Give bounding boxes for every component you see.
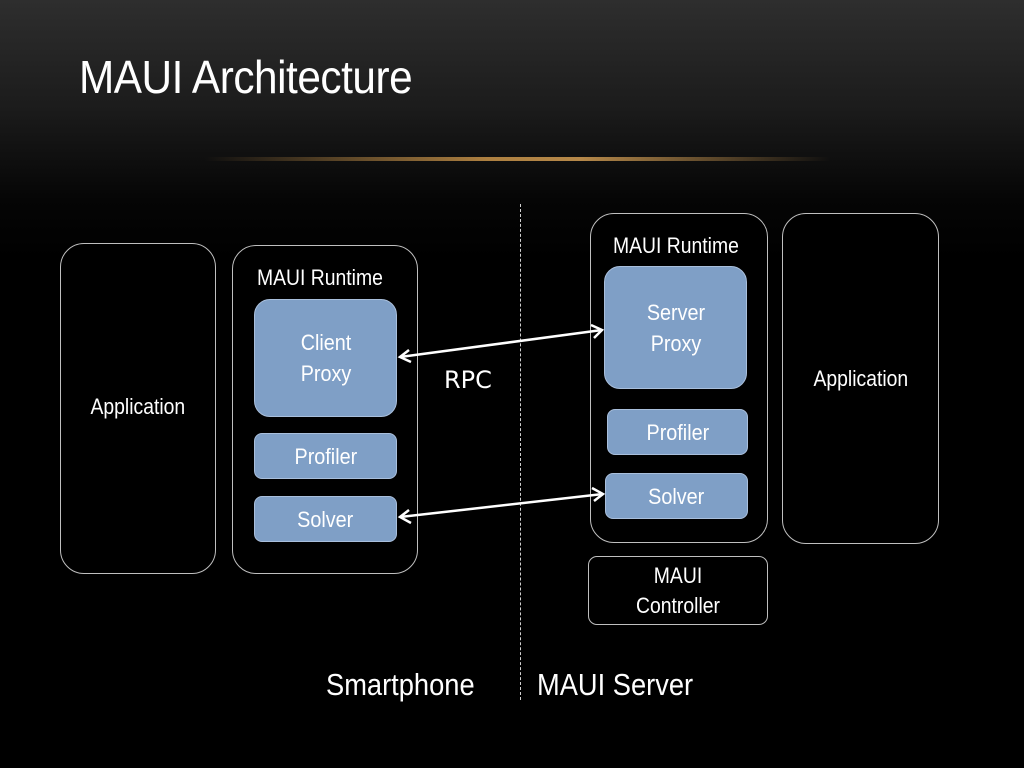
rpc-arrowhead-right <box>590 323 605 339</box>
rpc-label: RPC <box>444 366 492 394</box>
smartphone-solver-label: Solver <box>297 506 354 532</box>
server-profiler-label: Profiler <box>646 419 709 445</box>
smartphone-runtime-label: MAUI Runtime <box>257 265 383 290</box>
smartphone-profiler-component: Profiler <box>254 433 397 479</box>
smartphone-application-label: Application <box>90 394 186 419</box>
rpc-arrow-line <box>399 328 603 359</box>
server-solver-label: Solver <box>648 483 705 509</box>
slide-title: MAUI Architecture <box>79 51 413 103</box>
server-profiler-component: Profiler <box>607 409 748 455</box>
smartphone-profiler-label: Profiler <box>294 443 357 469</box>
server-application-box: Application <box>782 213 939 544</box>
solver-arrow-line <box>399 492 604 519</box>
smartphone-solver-component: Solver <box>254 496 397 542</box>
maui-controller-label: MAUI Controller <box>636 562 720 618</box>
client-proxy-component: Client Proxy <box>254 299 397 417</box>
solver-arrowhead-right <box>591 486 606 502</box>
client-proxy-label: Client Proxy <box>300 330 351 386</box>
server-proxy-label: Server Proxy <box>646 299 705 356</box>
solver-arrowhead-left <box>397 509 412 525</box>
title-underline <box>205 157 830 161</box>
server-runtime-label: MAUI Runtime <box>613 233 739 258</box>
network-divider <box>520 204 521 700</box>
maui-controller-box: MAUI Controller <box>588 556 768 625</box>
server-proxy-component: Server Proxy <box>604 266 747 389</box>
rpc-arrowhead-left <box>397 349 412 364</box>
smartphone-label: Smartphone <box>326 667 475 702</box>
server-solver-component: Solver <box>605 473 748 519</box>
maui-server-label: MAUI Server <box>537 667 694 702</box>
smartphone-application-box: Application <box>60 243 216 574</box>
server-application-label: Application <box>813 366 908 391</box>
